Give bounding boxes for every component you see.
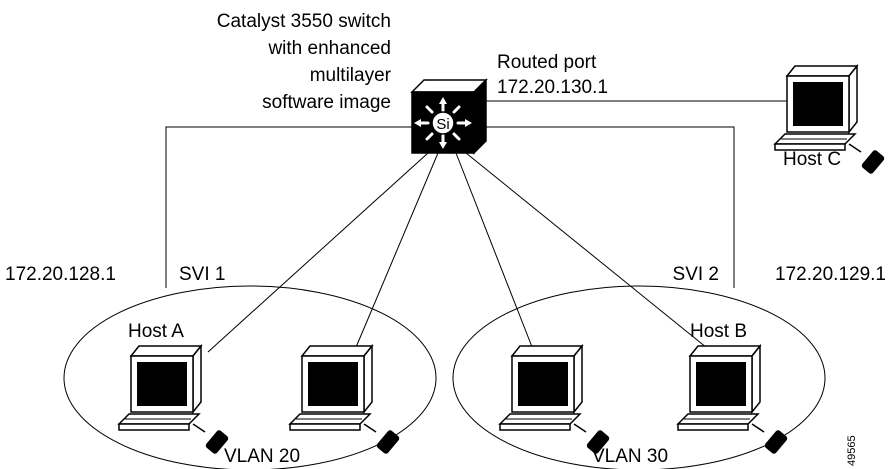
routed-port-label: Routed port — [497, 52, 597, 73]
svi2-label: SVI 2 — [673, 264, 719, 285]
host-3-link — [455, 152, 535, 353]
host-b-link — [465, 152, 713, 353]
layer3-switch-icon: Si — [410, 78, 488, 155]
svi1-ip: 172.20.128.1 — [5, 264, 116, 285]
svi2-ip: 172.20.129.1 — [775, 264, 886, 285]
host-a-link — [207, 152, 429, 353]
figure-id: 49565 — [846, 435, 858, 466]
switch-symbol: Si — [436, 116, 449, 133]
switch-caption-line-4: software image — [262, 92, 391, 113]
switch-caption-line-1: Catalyst 3550 switch — [217, 11, 391, 32]
vlan-30-label: VLAN 30 — [592, 446, 668, 467]
host-b-label: Host B — [690, 321, 747, 342]
host-c-label: Host C — [783, 149, 841, 170]
host-2-link — [353, 152, 439, 353]
svi1-label: SVI 1 — [179, 264, 225, 285]
svi2-link — [486, 126, 735, 288]
switch-caption: Catalyst 3550 switch with enhanced multi… — [217, 11, 392, 113]
host-a-label: Host A — [128, 321, 184, 342]
connections — [165, 100, 787, 353]
svi1-link — [165, 126, 412, 288]
switch-caption-line-2: with enhanced — [267, 38, 391, 59]
vlan-20-label: VLAN 20 — [224, 446, 300, 467]
switch-caption-line-3: multilayer — [310, 65, 392, 86]
routed-port-ip: 172.20.130.1 — [497, 77, 608, 98]
